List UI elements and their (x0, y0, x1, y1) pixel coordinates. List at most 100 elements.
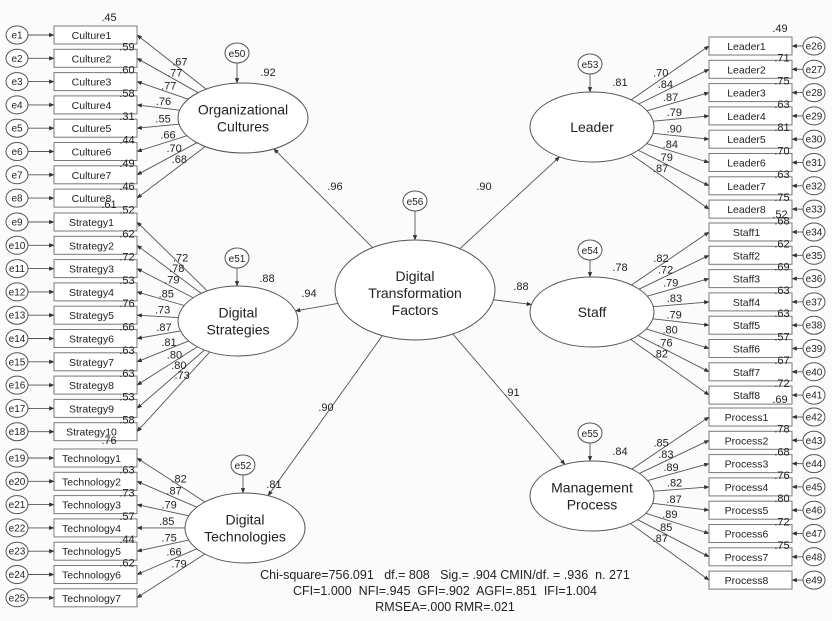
indicator-label: Process4 (725, 482, 769, 494)
indicator-label: Staff8 (733, 390, 760, 402)
indicator-box (53, 188, 138, 208)
error-circle-e8 (5, 188, 29, 208)
indicator-label: Technology1 (62, 453, 121, 465)
indicator-r-squared: .63 (119, 464, 134, 476)
latent-label-line: Process (567, 497, 618, 513)
factor-loading-value: .87 (653, 533, 668, 545)
indicator-r-squared: .53 (119, 275, 134, 287)
indicator-label: Strategy1 (69, 217, 114, 229)
error-label: e50 (229, 49, 246, 60)
indicator-r-squared: .63 (774, 285, 789, 297)
factor-loading-path (136, 548, 197, 575)
error-label: e12 (9, 287, 26, 298)
error-circle-e25 (5, 588, 29, 608)
factor-loading-path (652, 502, 710, 512)
error-label: e8 (11, 194, 23, 205)
indicator-r-squared: .53 (119, 391, 134, 403)
indicator-label: Leader1 (727, 41, 766, 53)
indicator-box (53, 448, 138, 468)
error-circle-e44 (802, 454, 826, 474)
factor-loading-value: .79 (658, 152, 673, 164)
indicator-box (53, 118, 138, 138)
factor-loading-path (136, 135, 188, 153)
error-circle-e2 (5, 48, 29, 68)
error-label: e24 (9, 570, 26, 581)
indicator-box (53, 259, 138, 279)
error-circle-e52 (230, 454, 256, 476)
error-label: e30 (806, 135, 823, 146)
error-label: e48 (806, 552, 823, 563)
factor-loading-path (652, 318, 710, 327)
indicator-box (708, 176, 793, 196)
indicator-box (708, 106, 793, 126)
error-circle-e38 (802, 315, 826, 335)
structural-path-dt (267, 335, 383, 497)
error-label: e25 (9, 593, 26, 604)
r-squared-label: .81 (266, 479, 281, 491)
factor-loading-value: .66 (160, 130, 175, 142)
factor-loading-path (645, 512, 710, 535)
indicator-r-squared: .61 (101, 199, 116, 211)
error-circle-e5 (5, 118, 29, 138)
factor-loading-value: .80 (662, 324, 677, 336)
error-circle-e18 (5, 422, 29, 442)
factor-loading-path (630, 45, 710, 101)
indicator-label: Culture6 (72, 147, 112, 159)
error-circle-e22 (5, 518, 29, 538)
indicator-r-squared: .58 (119, 88, 134, 100)
error-circle-e23 (5, 541, 29, 561)
error-label: e27 (806, 65, 823, 76)
error-label: e38 (806, 321, 823, 332)
factor-loading-value: .83 (658, 449, 673, 461)
indicator-r-squared: .63 (119, 345, 134, 357)
factor-loading-value: .85 (653, 437, 668, 449)
error-label: e55 (582, 429, 599, 440)
indicator-label: Culture8 (72, 193, 112, 205)
factor-loading-value: .87 (166, 485, 181, 497)
error-label: e4 (11, 100, 23, 111)
error-label: e16 (9, 381, 26, 392)
error-circle-e47 (802, 524, 826, 543)
error-circle-e6 (5, 142, 29, 161)
indicator-label: Technology7 (62, 593, 121, 605)
r-squared-label: .81 (612, 77, 627, 89)
factor-loading-path (638, 68, 710, 105)
factor-loading-value: .78 (169, 263, 184, 275)
error-circle-e14 (5, 329, 29, 348)
factor-loading-value: .82 (171, 473, 186, 485)
error-label: e39 (806, 344, 823, 355)
indicator-label: Staff5 (733, 320, 760, 332)
latent-digital-transformation-factors (334, 239, 496, 341)
error-label: e52 (235, 461, 252, 472)
error-label: e2 (11, 54, 23, 65)
indicator-label: Technology4 (62, 523, 121, 535)
indicator-box (708, 385, 793, 405)
indicator-box (53, 142, 138, 161)
indicator-r-squared: .46 (119, 181, 134, 193)
factor-loading-path (136, 146, 206, 199)
indicator-label: Staff7 (733, 367, 760, 379)
factor-loading-value: .80 (171, 360, 186, 372)
indicator-label: Strategy8 (69, 380, 114, 392)
indicator-label: Leader7 (727, 181, 766, 193)
factor-loading-path (638, 149, 710, 187)
indicator-r-squared: .72 (774, 378, 789, 390)
factor-loading-path (647, 462, 710, 482)
indicator-box (53, 48, 138, 68)
indicator-label: Staff3 (733, 274, 760, 286)
latent-label-line: Digital (226, 512, 265, 528)
factor-loading-value: .70 (653, 67, 668, 79)
factor-loading-path (646, 143, 710, 164)
indicator-r-squared: .31 (119, 111, 134, 123)
indicator-r-squared: .49 (119, 158, 134, 170)
indicator-box (708, 315, 793, 335)
error-label: e56 (407, 197, 424, 208)
indicator-r-squared: .69 (772, 394, 787, 406)
indicator-box (53, 305, 138, 325)
error-label: e45 (806, 482, 823, 493)
error-circle-e31 (802, 153, 826, 172)
factor-loading-path (136, 103, 180, 111)
factor-loading-value: .79 (161, 500, 176, 512)
error-label: e32 (806, 181, 823, 192)
indicator-box (708, 59, 793, 79)
